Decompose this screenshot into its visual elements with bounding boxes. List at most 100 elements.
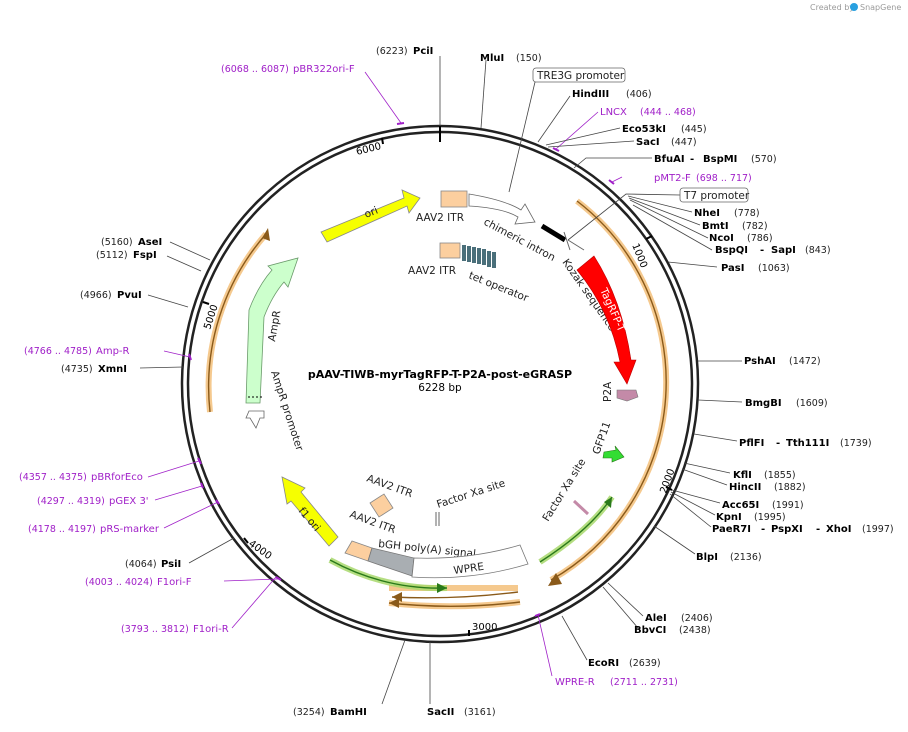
enzyme-position: (6223) — [376, 46, 408, 57]
primer-amp-r[interactable]: (4766 .. 4785) Amp-R — [24, 346, 130, 357]
credit-prefix: Created by — [810, 3, 854, 12]
enzyme-pflfi-tth111i[interactable]: PflFI - Tth111I (1739) — [739, 438, 872, 449]
callout-line — [480, 59, 487, 129]
enzyme-name: PsiI — [161, 559, 181, 570]
enzyme-name: EcoRI — [588, 658, 619, 669]
orf-arc-bottom1-arrowhead — [392, 592, 402, 602]
tick-2000 — [665, 486, 673, 491]
primer-pbrforeco[interactable]: (4357 .. 4375) pBRforEco — [19, 472, 143, 483]
enzyme-psii[interactable]: (4064) PsiI — [125, 559, 181, 570]
enzyme-hincii[interactable]: HincII (1882) — [729, 482, 806, 493]
enzyme-pasi[interactable]: PasI (1063) — [721, 263, 790, 274]
enzyme-mlui[interactable]: MluI (150) — [480, 53, 542, 64]
aav2-itr-bottom1-label: AAV2 ITR — [365, 473, 414, 501]
ori-label: ori — [363, 205, 380, 221]
enzyme-name: AseI — [138, 237, 162, 248]
enzyme-bamhi[interactable]: (3254) BamHI — [293, 707, 367, 718]
enzyme-bmti[interactable]: BmtI (782) — [702, 221, 768, 232]
aav2-itr-top-label: AAV2 ITR — [416, 212, 464, 224]
callout-line — [561, 615, 588, 661]
enzyme-paer7i-pspxi-xhoi[interactable]: PaeR7I - PspXI - XhoI (1997) — [712, 524, 894, 535]
enzyme-hindiii[interactable]: HindIII (406) — [572, 89, 652, 100]
primer-prs-marker[interactable]: (4178 .. 4197) pRS-marker — [28, 524, 160, 535]
callout-line — [147, 294, 189, 308]
tick-label-3000: 3000 — [472, 622, 497, 633]
enzyme-sacii[interactable]: SacII (3161) — [427, 707, 496, 718]
callout-line — [671, 489, 721, 504]
enzyme-position: (1739) — [840, 438, 872, 449]
enzyme-position: (2438) — [679, 625, 711, 636]
enzyme-bfuai-bspmi[interactable]: BfuAI - BspMI (570) — [654, 154, 777, 165]
enzyme-position: (445) — [681, 124, 707, 135]
enzyme-asei[interactable]: (5160) AseI — [101, 237, 162, 248]
enzyme-position: (1991) — [772, 500, 804, 511]
gfp11-label: GFP11 — [591, 420, 614, 456]
enzyme-xmni[interactable]: (4735) XmnI — [61, 364, 127, 375]
tick-4000 — [243, 537, 249, 544]
plasmid-name: pAAV-TIWB-myrTagRFP-T-P2A-post-eGRASP — [308, 368, 572, 381]
enzyme-bspqi-sapi[interactable]: BspQI - SapI (843) — [715, 245, 831, 256]
enzyme-bbvci[interactable]: BbvCI (2438) — [634, 625, 711, 636]
primer-marker — [396, 122, 405, 125]
enzyme-saci[interactable]: SacI (447) — [636, 137, 697, 148]
tet-operator-block — [487, 251, 491, 267]
enzyme-kfli[interactable]: KflI (1855) — [733, 470, 796, 481]
enzyme-position: (406) — [626, 89, 652, 100]
primer-pgex-3[interactable]: (4297 .. 4319) pGEX 3' — [37, 496, 149, 507]
orf-arc-bottom1 — [391, 591, 519, 599]
tet-operator-block — [472, 247, 476, 263]
primer-f1ori-f[interactable]: (4003 .. 4024) F1ori-F — [85, 577, 192, 588]
enzyme-kpni[interactable]: KpnI (1995) — [716, 512, 786, 523]
enzyme-pshai[interactable]: PshAI (1472) — [744, 356, 821, 367]
callout-line — [555, 111, 599, 150]
enzyme-ecori[interactable]: EcoRI (2639) — [588, 658, 661, 669]
aav2-itr-2-label: AAV2 ITR — [408, 265, 456, 277]
enzyme-name: PvuI — [117, 290, 142, 301]
primer-name: F1ori-F — [157, 577, 192, 588]
primer-f1ori-r[interactable]: (3793 .. 3812) F1ori-R — [121, 624, 229, 635]
orf-arc-bottom2-arrowhead — [389, 598, 399, 608]
callout-line — [573, 157, 652, 169]
p2a-label: P2A — [602, 381, 614, 402]
enzyme-pvui[interactable]: (4966) PvuI — [80, 290, 142, 301]
orf-arc-left — [207, 233, 267, 413]
callout-line — [166, 255, 202, 272]
callout-line — [163, 501, 219, 529]
orf-arc-bottom2 — [388, 601, 521, 607]
enzyme-position: (786) — [747, 233, 773, 244]
enzyme-blpi[interactable]: BlpI (2136) — [696, 552, 762, 563]
primer-range: (444 .. 468) — [640, 107, 696, 118]
enzyme-name: BmtI — [702, 221, 729, 232]
enzyme-ncoi[interactable]: NcoI (786) — [709, 233, 773, 244]
callout-line — [567, 193, 681, 241]
enzyme-separator: - — [690, 154, 694, 165]
callout-line — [611, 176, 623, 183]
wpre-feature — [411, 544, 529, 579]
callout-line — [681, 468, 728, 486]
primer-lncx[interactable]: LNCX (444 .. 468) — [600, 107, 696, 118]
plasmid-size: 6228 bp — [418, 382, 462, 394]
enzyme-acc65i[interactable]: Acc65I (1991) — [722, 500, 804, 511]
primer-wpre-r[interactable]: WPRE-R (2711 .. 2731) — [555, 677, 678, 688]
ampr-promoter-label: AmpR promoter — [268, 369, 305, 453]
enzyme-nhei[interactable]: NheI (778) — [694, 208, 760, 219]
callout-line — [667, 261, 718, 268]
enzyme-fspi[interactable]: (5112) FspI — [96, 250, 157, 261]
factor-xa-center-label: Factor Xa site — [435, 477, 507, 510]
aav2-itr-bottom2-label: AAV2 ITR — [348, 509, 397, 537]
enzyme-bmgbi[interactable]: BmgBI (1609) — [745, 398, 828, 409]
enzyme-name: BmgBI — [745, 398, 782, 409]
enzyme-name: BlpI — [696, 552, 718, 563]
enzyme-alei[interactable]: AleI (2406) — [645, 613, 713, 624]
ampr-label: AmpR — [266, 310, 283, 343]
enzyme-separator: - — [761, 524, 765, 535]
callout-line — [547, 140, 635, 148]
primer-pmt2-f[interactable]: pMT2-F (698 .. 717) — [654, 173, 752, 184]
tick-label-6000: 6000 — [355, 141, 382, 158]
callout-line — [381, 639, 406, 705]
primer-pbr322ori-f[interactable]: (6068 .. 6087) pBR322ori-F — [221, 64, 355, 75]
enzyme-eco53ki[interactable]: Eco53kI (445) — [622, 124, 707, 135]
ampr-feature — [245, 257, 299, 404]
enzyme-pcii[interactable]: (6223) PciI — [376, 46, 433, 57]
